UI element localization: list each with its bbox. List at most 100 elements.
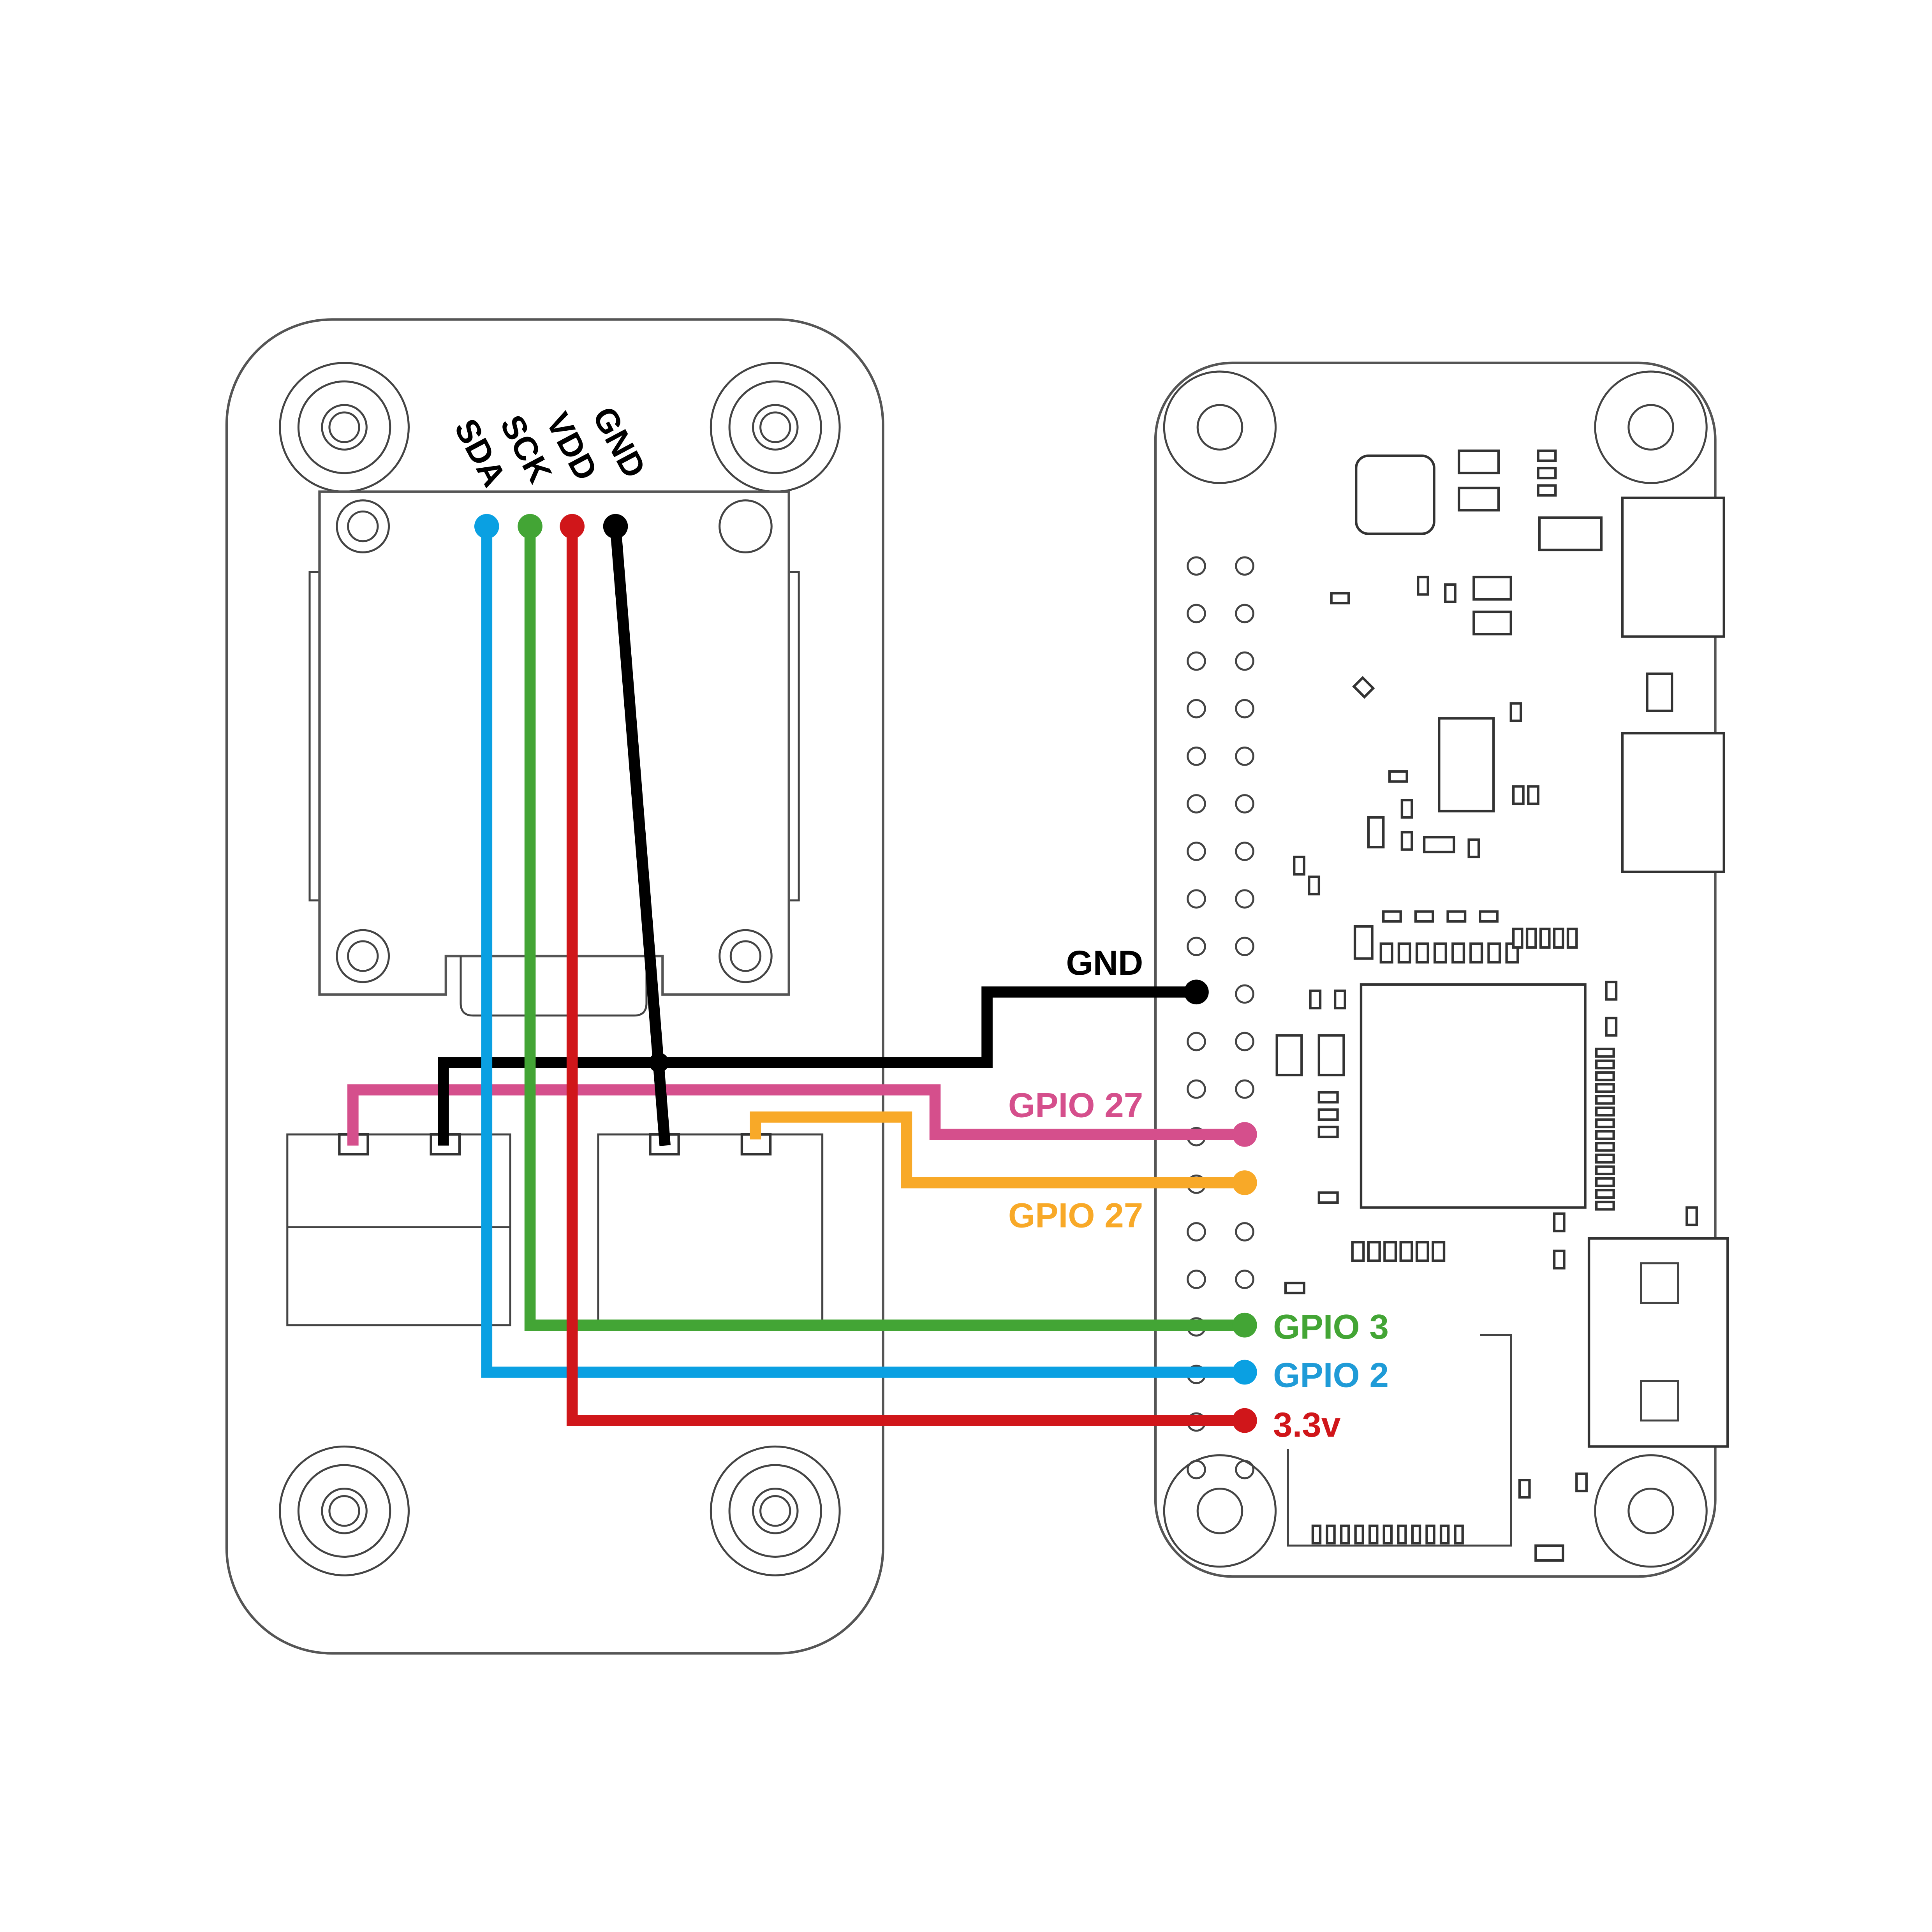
smd-resistor xyxy=(1317,1108,1339,1121)
smd-resistor xyxy=(1595,1201,1615,1211)
sensor-module xyxy=(308,490,800,1017)
carrier-mount-holes xyxy=(279,362,841,1576)
vdd-pin-dot xyxy=(560,514,585,539)
module-side-tab xyxy=(788,571,800,902)
gpio-header xyxy=(1187,556,1254,1479)
smd-resistor xyxy=(1469,942,1483,964)
smd-resistor xyxy=(1553,927,1564,949)
sd-contact xyxy=(1411,1524,1421,1545)
mount-hole-icon xyxy=(752,404,799,451)
gpio-pin-hole xyxy=(1235,1222,1254,1242)
smd-resistor xyxy=(1444,583,1456,603)
connector-body xyxy=(286,1133,511,1326)
gpio-pin-hole xyxy=(1235,842,1254,861)
wire-sck-gpio3 xyxy=(524,526,1245,1331)
gpio-pin-hole xyxy=(1187,699,1206,719)
mini-hdmi-port xyxy=(1587,1237,1729,1448)
pi-mount-holes xyxy=(1163,370,1708,1568)
gpio-pin-hole xyxy=(1235,984,1254,1004)
smd-resistor xyxy=(1605,1016,1618,1037)
mount-hole-icon xyxy=(728,1464,822,1558)
smd-component xyxy=(1353,925,1374,960)
gpio-pin-hole xyxy=(1187,556,1206,576)
module-side-tab xyxy=(308,571,321,902)
sensor-carrier-board xyxy=(225,318,884,1655)
sd-contact xyxy=(1383,1524,1393,1545)
gpio-pin-hole xyxy=(1235,1460,1254,1479)
smd-resistor xyxy=(1479,910,1499,923)
pi-mount-hole-inner xyxy=(1196,1487,1243,1534)
pi-mount-hole-icon xyxy=(1163,1454,1277,1568)
sd-contact xyxy=(1397,1524,1407,1545)
mount-hole-icon xyxy=(297,380,391,474)
smd-resistor xyxy=(1566,927,1578,949)
gpio-pin-hole xyxy=(1187,1032,1206,1051)
pi-mount-hole-icon xyxy=(1163,370,1277,484)
gpio-pin-hole xyxy=(1235,794,1254,814)
chip xyxy=(1438,717,1495,813)
micro-usb-port xyxy=(1621,497,1725,638)
connector-left xyxy=(286,1133,511,1326)
smd-resistor xyxy=(1595,1130,1615,1140)
smd-resistor xyxy=(1595,1118,1615,1129)
gpio-pin-hole xyxy=(1235,889,1254,909)
label-pi-gpio27-orange: GPIO 27 xyxy=(1008,1196,1143,1235)
smd-resistor xyxy=(1383,1241,1397,1262)
gpio-pin-hole xyxy=(1187,1270,1206,1289)
mount-hole-icon xyxy=(710,1445,841,1576)
gpio-pin-hole xyxy=(1187,746,1206,766)
module-hole-icon xyxy=(719,929,773,983)
gpio-pin-hole xyxy=(1187,1079,1206,1099)
smd-resistor xyxy=(1512,927,1523,949)
mount-hole-icon xyxy=(297,1464,391,1558)
smd-resistor xyxy=(1595,1142,1615,1152)
smd-resistor xyxy=(1317,1091,1339,1104)
pi-mount-hole-inner xyxy=(1627,1487,1674,1534)
smd-resistor xyxy=(1284,1282,1305,1294)
smd-resistor xyxy=(1595,1083,1615,1093)
pi-mount-hole-inner xyxy=(1196,404,1243,451)
mount-hole-icon xyxy=(728,380,822,474)
mount-hole-icon xyxy=(321,1487,368,1534)
smd-resistor xyxy=(1685,1206,1698,1226)
smd-resistor xyxy=(1527,785,1539,805)
gpio-pin-hole xyxy=(1187,937,1206,956)
pi-gpio3-dot xyxy=(1232,1312,1257,1338)
smd-resistor xyxy=(1605,981,1618,1001)
gpio-pin-hole xyxy=(1235,604,1254,623)
wire-gnd xyxy=(610,526,671,1146)
module-notch xyxy=(460,956,648,1017)
pi-gpio27-pink-dot xyxy=(1232,1122,1257,1147)
smd-resistor xyxy=(1317,1125,1339,1138)
gnd-junction-dot xyxy=(649,1053,669,1073)
sda-pin-dot xyxy=(474,514,499,539)
smd-resistor xyxy=(1595,1071,1615,1081)
smd-resistor xyxy=(1397,942,1411,964)
smd-resistor xyxy=(1595,1106,1615,1117)
gpio-pin-hole xyxy=(1187,1460,1206,1479)
mount-hole-icon xyxy=(752,1487,799,1534)
pi-3v3-dot xyxy=(1232,1408,1257,1433)
gpio-pin-hole xyxy=(1235,746,1254,766)
sd-contact xyxy=(1425,1524,1435,1545)
pi-gpio27-orange-dot xyxy=(1232,1170,1257,1195)
smd-resistor xyxy=(1451,942,1465,964)
gpio-pin-hole xyxy=(1235,1032,1254,1051)
smd-resistor xyxy=(1595,1095,1615,1105)
pi-components xyxy=(1275,449,1729,1562)
sd-contact xyxy=(1326,1524,1336,1545)
smd-resistor xyxy=(1534,1544,1564,1562)
smd-resistor xyxy=(1388,770,1408,783)
smd-resistor xyxy=(1537,484,1557,497)
wire-pink-gpio27 xyxy=(347,1084,1245,1146)
sd-contact xyxy=(1354,1524,1364,1545)
smd-component xyxy=(1367,816,1385,849)
smd-resistor xyxy=(1414,910,1434,923)
module-holes xyxy=(336,499,773,983)
smd-resistor xyxy=(1525,927,1537,949)
module-hole-icon xyxy=(336,929,390,983)
smd-resistor xyxy=(1537,467,1557,479)
smd-resistor xyxy=(1512,785,1525,805)
gpio-pin-hole xyxy=(1187,604,1206,623)
